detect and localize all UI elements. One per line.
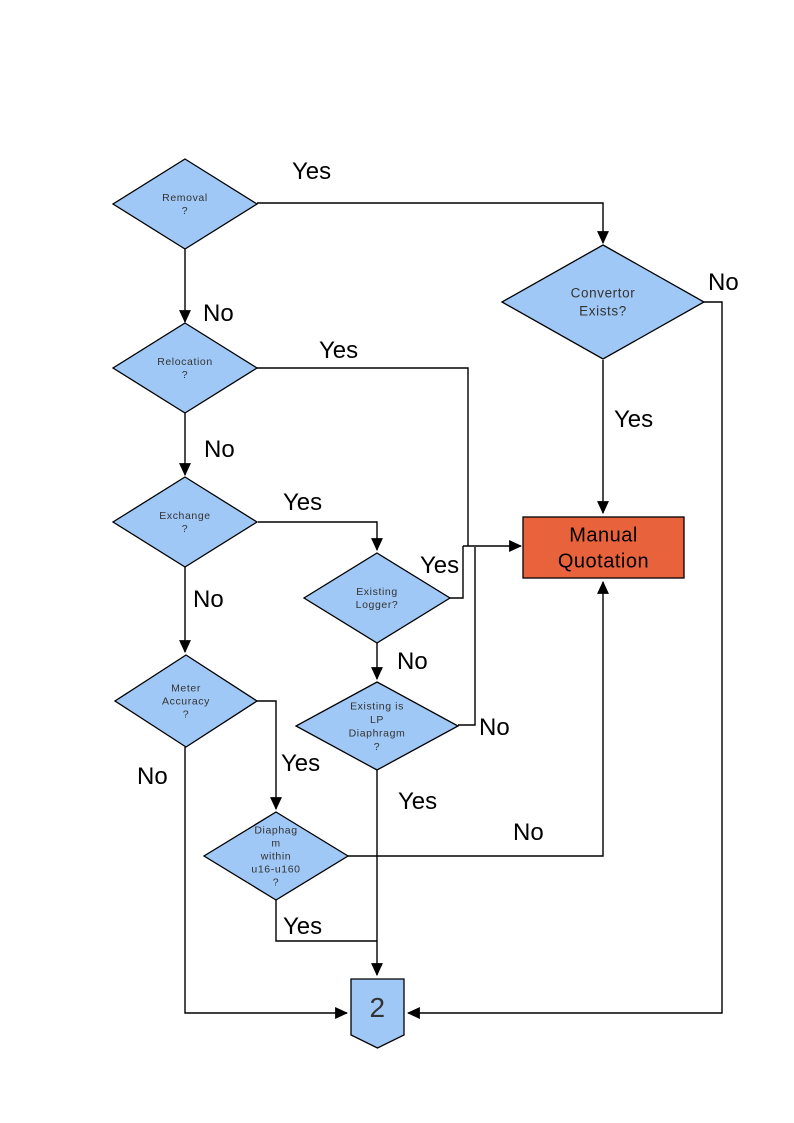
edge-label-existing-logger-no: No xyxy=(397,648,428,675)
relocation-shape xyxy=(111,322,259,414)
edge-label-diaphragm-yes: Yes xyxy=(283,913,322,940)
edge-label-convertor-yes: Yes xyxy=(614,406,653,433)
edge-meter-accuracy-no xyxy=(184,747,349,1019)
edge-label-removal-no: No xyxy=(203,300,234,327)
edge-label-lp-diaphragm-yes: Yes xyxy=(398,788,437,815)
edge-label-existing-logger-yes: Yes xyxy=(420,552,459,579)
edge-meter-accuracy-yes xyxy=(257,700,282,811)
edge-removal-yes xyxy=(257,202,609,245)
edge-relocation-yes xyxy=(257,367,469,546)
removal-label: Removal? xyxy=(162,192,208,217)
edge-label-exchange-no: No xyxy=(193,586,224,613)
edge-lp-diaphragm-no xyxy=(458,547,476,726)
edge-label-meter-accuracy-no: No xyxy=(137,763,168,790)
edge-label-convertor-no: No xyxy=(708,269,739,296)
existing-lp-diaphragm-shape xyxy=(294,681,460,771)
edge-label-exchange-yes: Yes xyxy=(283,489,322,516)
existing-logger-shape xyxy=(302,552,452,644)
edge-label-diaphragm-no: No xyxy=(513,819,544,846)
edge-label-lp-diaphragm-no: No xyxy=(479,714,510,741)
edge-label-meter-accuracy-yes: Yes xyxy=(281,750,320,777)
edges-layer xyxy=(179,202,723,1019)
manual-quotation-shape xyxy=(522,516,685,579)
exchange-label: Exchange? xyxy=(159,510,211,535)
removal-shape xyxy=(111,158,259,250)
connector-2-label: 2 xyxy=(369,992,385,1023)
convertor-exists-shape xyxy=(500,244,706,360)
edge-exchange-yes xyxy=(258,521,383,552)
edge-existing-logger-yes xyxy=(449,546,464,599)
meter-accuracy-shape xyxy=(113,654,259,748)
relocation-label: Relocation? xyxy=(157,356,213,381)
edge-label-relocation-no: No xyxy=(204,436,235,463)
connector-2-shape xyxy=(350,978,405,1049)
edge-label-relocation-yes: Yes xyxy=(319,337,358,364)
edge-label-removal-yes: Yes xyxy=(292,158,331,185)
exchange-shape xyxy=(111,476,259,568)
diaphragm-range-shape xyxy=(202,811,350,901)
edge-diaphragm-no xyxy=(347,580,609,857)
edge-diaphragm-yes xyxy=(275,900,377,942)
edge-convertor-no xyxy=(406,301,723,1019)
